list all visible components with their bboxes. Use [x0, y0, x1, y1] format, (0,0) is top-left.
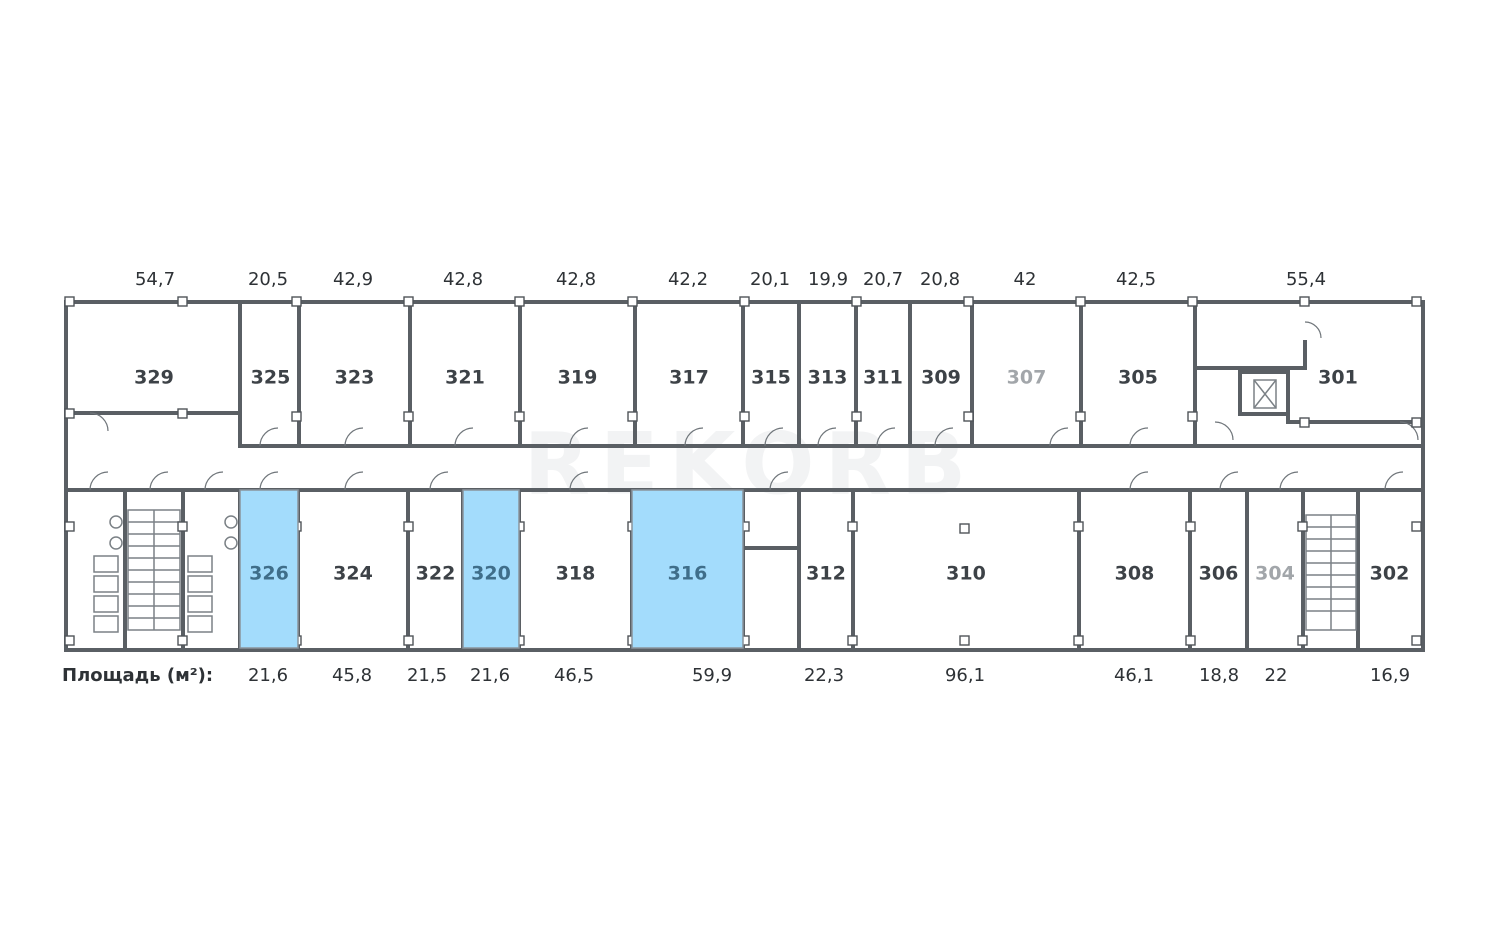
room-323[interactable]: 323 — [299, 304, 410, 446]
room-number: 310 — [946, 563, 986, 585]
room-304[interactable]: 304 — [1247, 490, 1303, 648]
room-area-value-304: 22 — [1265, 665, 1288, 686]
room-area-value-322: 21,5 — [407, 665, 447, 686]
room-number: 306 — [1199, 563, 1239, 585]
room-309[interactable]: 309 — [910, 304, 972, 446]
room-area-value-309: 20,8 — [920, 269, 960, 290]
room-number: 311 — [863, 367, 903, 389]
room-area-value-311: 20,7 — [863, 269, 903, 290]
room-315[interactable]: 315 — [743, 304, 799, 446]
room-308[interactable]: 308 — [1079, 490, 1190, 648]
room-area-value-312: 22,3 — [804, 665, 844, 686]
room-area-value-305: 42,5 — [1116, 269, 1156, 290]
room-number: 329 — [134, 367, 174, 389]
room-317[interactable]: 317 — [635, 304, 743, 446]
room-area-value-321: 42,8 — [443, 269, 483, 290]
room-318[interactable]: 318 — [519, 490, 632, 648]
room-321[interactable]: 321 — [410, 304, 520, 446]
room-number: 312 — [806, 563, 846, 585]
room-305[interactable]: 305 — [1081, 304, 1195, 446]
room-number: 301 — [1318, 367, 1358, 389]
room-area-value-313: 19,9 — [808, 269, 848, 290]
room-area-value-326: 21,6 — [248, 665, 288, 686]
room-number: 313 — [808, 367, 848, 389]
room-313[interactable]: 313 — [799, 304, 856, 446]
room-area-value-323: 42,9 — [333, 269, 373, 290]
room-area-value-306: 18,8 — [1199, 665, 1239, 686]
room-area-value-301: 55,4 — [1286, 269, 1326, 290]
stairs-left — [127, 509, 181, 631]
room-number: 322 — [416, 563, 456, 585]
room-number: 324 — [333, 563, 373, 585]
room-number: 317 — [669, 367, 709, 389]
room-area-shape[interactable] — [462, 489, 520, 649]
room-area-value-315: 20,1 — [750, 269, 790, 290]
room-316[interactable]: 316 — [631, 489, 744, 649]
room-number: 320 — [471, 563, 511, 585]
room-324[interactable]: 324 — [298, 490, 408, 648]
room-area-value-310: 96,1 — [945, 665, 985, 686]
room-325[interactable]: 325 — [242, 304, 299, 446]
elevator-icon — [1253, 379, 1277, 409]
room-number: 316 — [668, 563, 708, 585]
room-area-value-325: 20,5 — [248, 269, 288, 290]
room-area-shape[interactable] — [1288, 304, 1421, 422]
room-306[interactable]: 306 — [1190, 490, 1247, 648]
room-area-value-316: 59,9 — [692, 665, 732, 686]
room-number: 319 — [558, 367, 598, 389]
room-number: 315 — [751, 367, 791, 389]
room-319[interactable]: 319 — [520, 304, 635, 446]
area-legend-label: Площадь (м²): — [62, 665, 213, 686]
room-301[interactable]: 301 — [1288, 304, 1421, 422]
room-number: 302 — [1370, 563, 1410, 585]
room-number: 309 — [921, 367, 961, 389]
room-area-value-324: 45,8 — [332, 665, 372, 686]
room-302[interactable]: 302 — [1358, 490, 1421, 648]
room-320[interactable]: 320 — [462, 489, 520, 649]
room-area-shape[interactable] — [239, 489, 299, 649]
room-number: 326 — [249, 563, 289, 585]
rooms: 329 325 323 321 319 317 315 313 311 309 307 305 301 3… — [68, 304, 1421, 649]
room-number: 308 — [1115, 563, 1155, 585]
room-307[interactable]: 307 — [972, 304, 1081, 446]
room-number: 304 — [1255, 563, 1295, 585]
room-number: 323 — [335, 367, 375, 389]
stairs-right — [1305, 514, 1357, 631]
room-326[interactable]: 326 — [239, 489, 299, 649]
room-number: 305 — [1118, 367, 1158, 389]
room-area-value-320: 21,6 — [470, 665, 510, 686]
room-number: 318 — [556, 563, 596, 585]
room-311[interactable]: 311 — [856, 304, 910, 446]
room-number: 307 — [1007, 367, 1047, 389]
room-area-shape[interactable] — [631, 489, 744, 649]
room-area-value-307: 42 — [1014, 269, 1037, 290]
room-329[interactable]: 329 — [68, 304, 240, 413]
room-area-value-318: 46,5 — [554, 665, 594, 686]
room-310[interactable]: 310 — [853, 490, 1079, 648]
room-area-value-302: 16,9 — [1370, 665, 1410, 686]
restroom-fixtures — [93, 515, 238, 633]
room-322[interactable]: 322 — [408, 490, 463, 648]
room-area-value-329: 54,7 — [135, 269, 175, 290]
area-labels: 54,7 20,5 42,9 42,8 42,8 42,2 20,1 19,9 20,7 20,8… — [135, 269, 1410, 686]
room-area-value-319: 42,8 — [556, 269, 596, 290]
room-number: 321 — [445, 367, 485, 389]
room-number: 325 — [251, 367, 291, 389]
room-area-shape[interactable] — [68, 304, 240, 413]
room-area-value-308: 46,1 — [1114, 665, 1154, 686]
room-area-value-317: 42,2 — [668, 269, 708, 290]
room-312[interactable]: 312 — [799, 490, 853, 648]
